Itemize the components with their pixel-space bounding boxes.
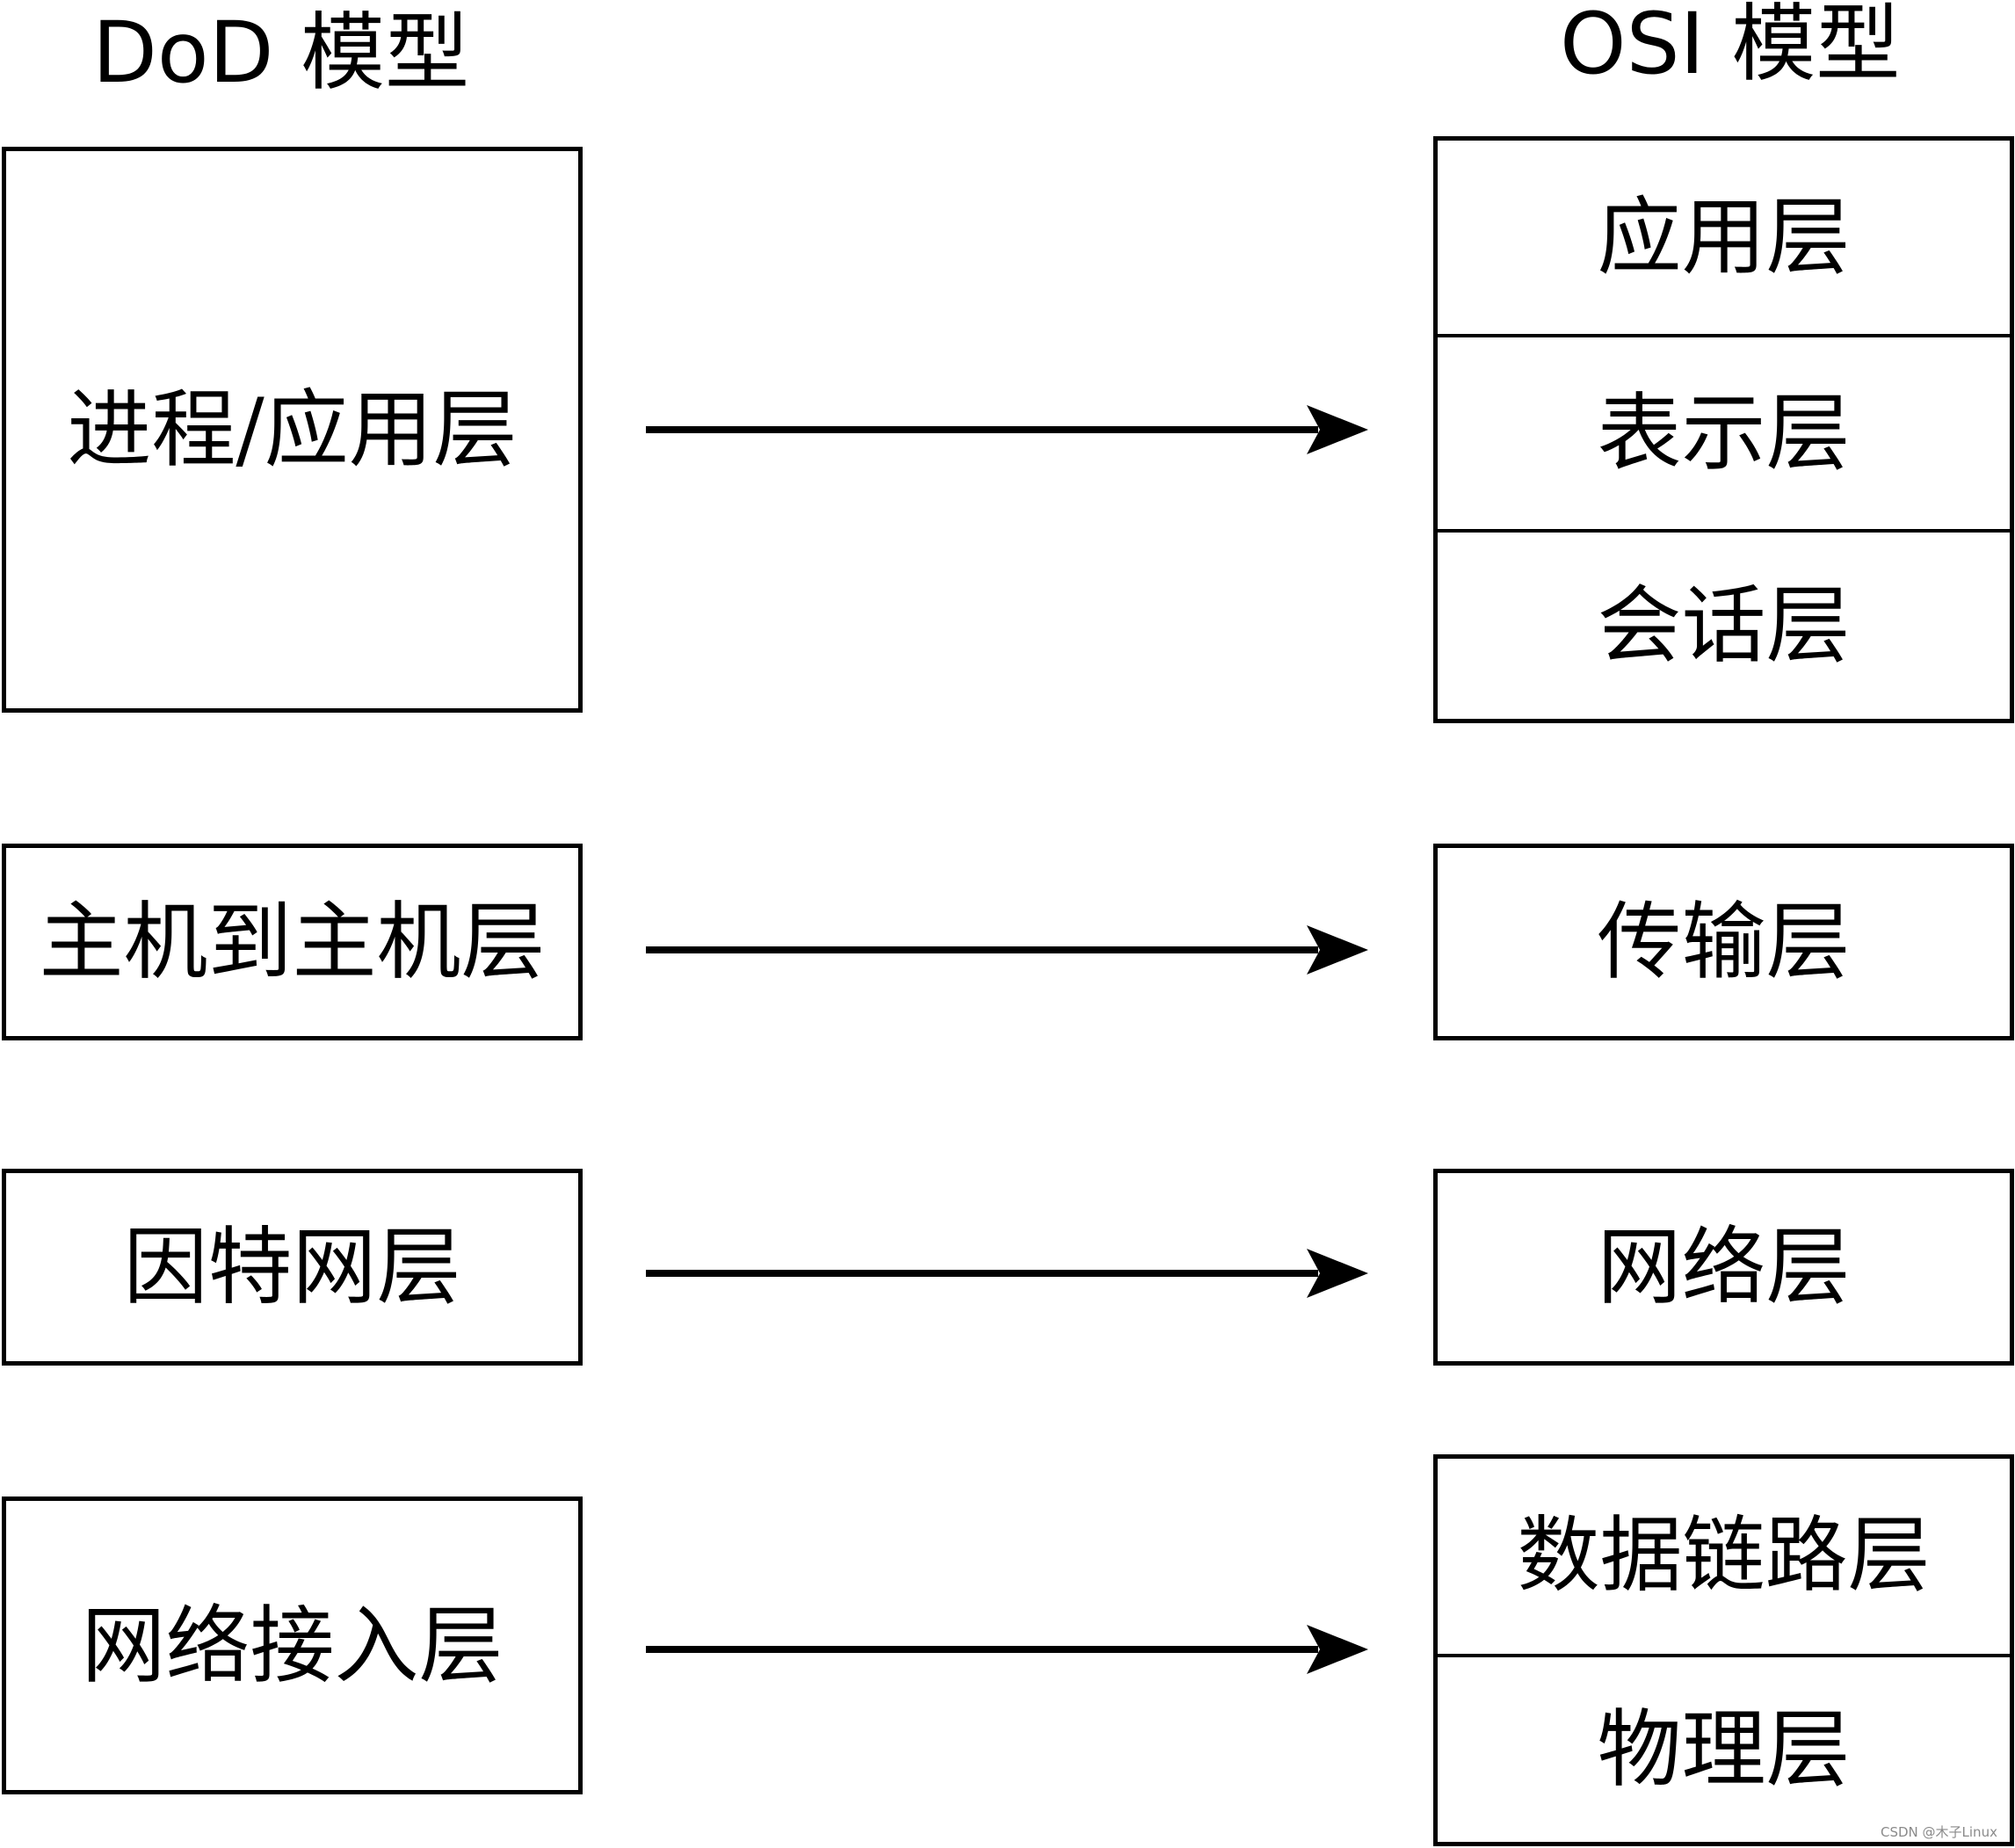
osi-model-title: OSI 模型 (1560, 0, 1901, 93)
osi-group-box-lower: 数据链路层 物理层 (1433, 1454, 2014, 1846)
osi-group-box-upper: 应用层 表示层 会话层 (1433, 136, 2014, 723)
osi-layer-label: 网络层 (1597, 1218, 1851, 1316)
osi-group-box-transport: 传输层 (1433, 844, 2014, 1040)
dod-layer-box-network-access: 网络接入层 (2, 1497, 583, 1794)
osi-layer-label: 传输层 (1597, 893, 1851, 991)
dod-layer-box-host-to-host: 主机到主机层 (2, 844, 583, 1040)
watermark-text: CSDN @木子Linux (1881, 1824, 1997, 1840)
osi-layer-label: 表示层 (1597, 384, 1851, 482)
dod-layer-label: 主机到主机层 (39, 893, 546, 991)
arrow-application (646, 405, 1368, 454)
arrow-host-to-host (646, 925, 1368, 975)
osi-group-box-network: 网络层 (1433, 1169, 2014, 1366)
osi-layer-label: 数据链路层 (1517, 1508, 1931, 1604)
dod-layer-label: 网络接入层 (81, 1596, 504, 1695)
arrow-network-access (646, 1625, 1368, 1674)
dod-model-title: DoD 模型 (92, 4, 470, 102)
osi-layer-label: 会话层 (1597, 576, 1851, 675)
osi-layer-label: 物理层 (1597, 1700, 1851, 1799)
dod-layer-box-application: 进程/应用层 (2, 147, 583, 713)
dod-layer-label: 因特网层 (123, 1218, 461, 1316)
osi-layer-label: 应用层 (1597, 188, 1851, 286)
dod-layer-box-internet: 因特网层 (2, 1169, 583, 1366)
dod-layer-label: 进程/应用层 (67, 380, 518, 479)
arrow-internet (646, 1249, 1368, 1298)
